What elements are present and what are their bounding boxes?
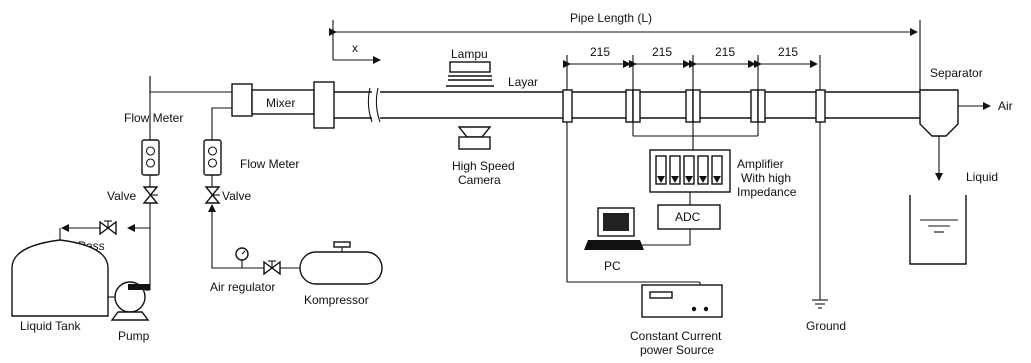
amplifier: Amplifier With high Impedance — [632, 122, 797, 199]
electrode-2b — [632, 89, 641, 123]
pipe-length-label: Pipe Length (L) — [570, 11, 652, 25]
pc-computer: PC — [584, 207, 644, 273]
mixer: Mixer — [231, 81, 335, 129]
electrode-4a — [750, 89, 759, 123]
kompressor: Kompressor — [299, 241, 383, 307]
x-axis-label: x — [352, 41, 358, 55]
electrode-3b — [692, 89, 701, 123]
electrode-4b — [757, 89, 766, 123]
lampu-label: Lampu — [451, 47, 488, 61]
electrode-3a — [685, 89, 694, 123]
camera-label-line1: High Speed — [452, 159, 515, 173]
mixer-label: Mixer — [266, 96, 295, 110]
separator: Separator Air — [919, 66, 1013, 181]
separator-label: Separator — [930, 66, 983, 80]
flow-meter-liquid-label: Flow Meter — [124, 111, 183, 125]
electrode-1 — [562, 89, 573, 123]
source-label-line2: power Source — [640, 343, 714, 357]
liquid-tank-label: Liquid Tank — [20, 319, 81, 333]
flow-meter-air-label: Flow Meter — [240, 157, 299, 171]
adc-label: ADC — [675, 210, 701, 224]
liquid-tank: Liquid Tank — [11, 239, 184, 333]
lamp-screen: Lampu Layar — [446, 47, 538, 89]
main-pipe — [333, 87, 920, 123]
constant-current-source: Constant Current power Source — [566, 122, 723, 357]
pump: Pump — [108, 281, 150, 343]
ground-label: Ground — [806, 319, 846, 333]
source-label-line1: Constant Current — [630, 329, 722, 343]
amplifier-label-line1: Amplifier — [737, 157, 784, 171]
kompressor-label: Kompressor — [304, 293, 369, 307]
spacing-label-2: 215 — [652, 45, 672, 59]
air-regulator: Air regulator — [210, 247, 300, 294]
valve-air-label: Valve — [222, 189, 251, 203]
electrodes — [562, 89, 826, 123]
x-axis-marker: x — [333, 41, 381, 64]
electrode-2a — [625, 89, 634, 123]
spacing-label-3: 215 — [715, 45, 735, 59]
adc: ADC — [634, 192, 721, 246]
air-out-label: Air — [998, 99, 1013, 113]
camera-label-line2: Camera — [458, 173, 501, 187]
liquid-receiver: Liquid — [909, 170, 998, 265]
pc-label: PC — [604, 259, 621, 273]
layar-label: Layar — [508, 75, 538, 89]
high-speed-camera: High Speed Camera — [452, 126, 515, 187]
pump-label: Pump — [118, 329, 150, 343]
air-regulator-label: Air regulator — [210, 280, 275, 294]
amplifier-label-line2: With high — [741, 171, 791, 185]
valve-liquid-label: Valve — [107, 189, 136, 203]
electrode-5 — [815, 89, 826, 123]
liquid-label: Liquid — [966, 170, 998, 184]
electrode-spacings: 215 215 215 215 — [563, 45, 821, 92]
amplifier-label-line3: Impedance — [737, 185, 797, 199]
spacing-label-1: 215 — [590, 45, 610, 59]
pipe-length-dimension: Pipe Length (L) — [329, 11, 921, 92]
ground: Ground — [806, 122, 846, 333]
air-supply-line: Flow Meter Valve — [203, 107, 299, 269]
spacing-label-4: 215 — [778, 45, 798, 59]
